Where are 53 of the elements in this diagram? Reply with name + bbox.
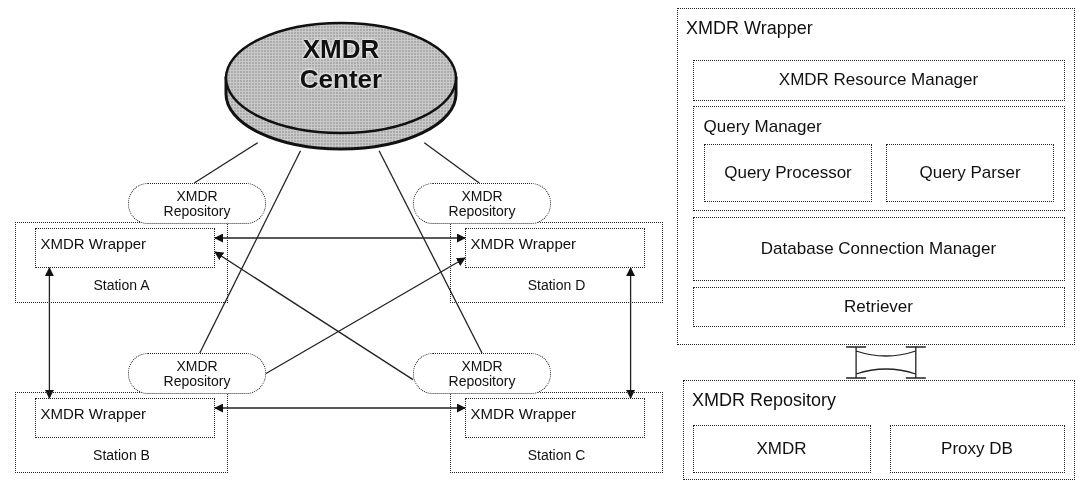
connector-line — [193, 142, 259, 184]
database-cylinder — [222, 20, 460, 152]
module-box — [692, 424, 871, 473]
component-panel — [683, 380, 1075, 480]
wrapper-box — [464, 397, 645, 438]
component-label: XMDR Wrapper — [40, 404, 148, 422]
module-box — [704, 144, 872, 202]
component-label: Query Processor — [723, 162, 853, 184]
arrow — [265, 257, 466, 375]
component-label: XMDR — [755, 437, 808, 460]
component-label: XMDR Repository — [692, 389, 838, 411]
component-label: XMDR Repository — [447, 188, 517, 219]
repository-pill — [128, 353, 266, 394]
component-label: XMDR Wrapper — [40, 234, 148, 252]
repository-pill — [413, 183, 551, 224]
arrow — [44, 267, 54, 399]
component-label: XMDR Resource Manager — [777, 69, 980, 91]
connector-line — [378, 150, 483, 354]
station-label: Station D — [526, 277, 587, 294]
component-label: XMDR Repository — [162, 358, 232, 389]
module-group-box — [692, 105, 1065, 211]
module-box — [889, 424, 1065, 473]
wrapper-box — [34, 227, 215, 268]
wrapper-box — [464, 227, 645, 268]
component-label: XMDR Repository — [447, 358, 517, 389]
station-label: Station C — [526, 447, 587, 464]
module-box — [692, 59, 1065, 101]
component-label: Proxy DB — [940, 437, 1014, 460]
link-connector — [845, 346, 927, 379]
wrapper-box — [34, 397, 215, 438]
arrow — [214, 233, 466, 243]
connector-line — [199, 150, 302, 354]
repository-pill — [128, 183, 266, 224]
arrow — [214, 251, 414, 381]
connector-line — [423, 142, 480, 184]
arrow — [626, 267, 636, 399]
station-label: Station B — [92, 447, 151, 464]
component-panel — [677, 8, 1075, 345]
component-label: Retriever — [843, 295, 914, 318]
component-label: XMDR Wrapper — [686, 17, 814, 39]
cylinder-label: XMDR Center — [298, 34, 384, 94]
repository-pill — [413, 353, 551, 394]
component-label: XMDR Repository — [162, 188, 232, 219]
component-label: XMDR Wrapper — [470, 234, 578, 252]
module-box — [886, 144, 1054, 202]
component-label: XMDR Wrapper — [470, 404, 578, 422]
module-box — [692, 286, 1065, 327]
component-label: Query Manager — [703, 116, 823, 137]
module-box — [692, 216, 1065, 281]
component-label: Database Connection Manager — [759, 237, 998, 260]
station-label: Station A — [92, 277, 151, 294]
arrow — [214, 403, 466, 413]
component-label: Query Parser — [918, 162, 1022, 184]
